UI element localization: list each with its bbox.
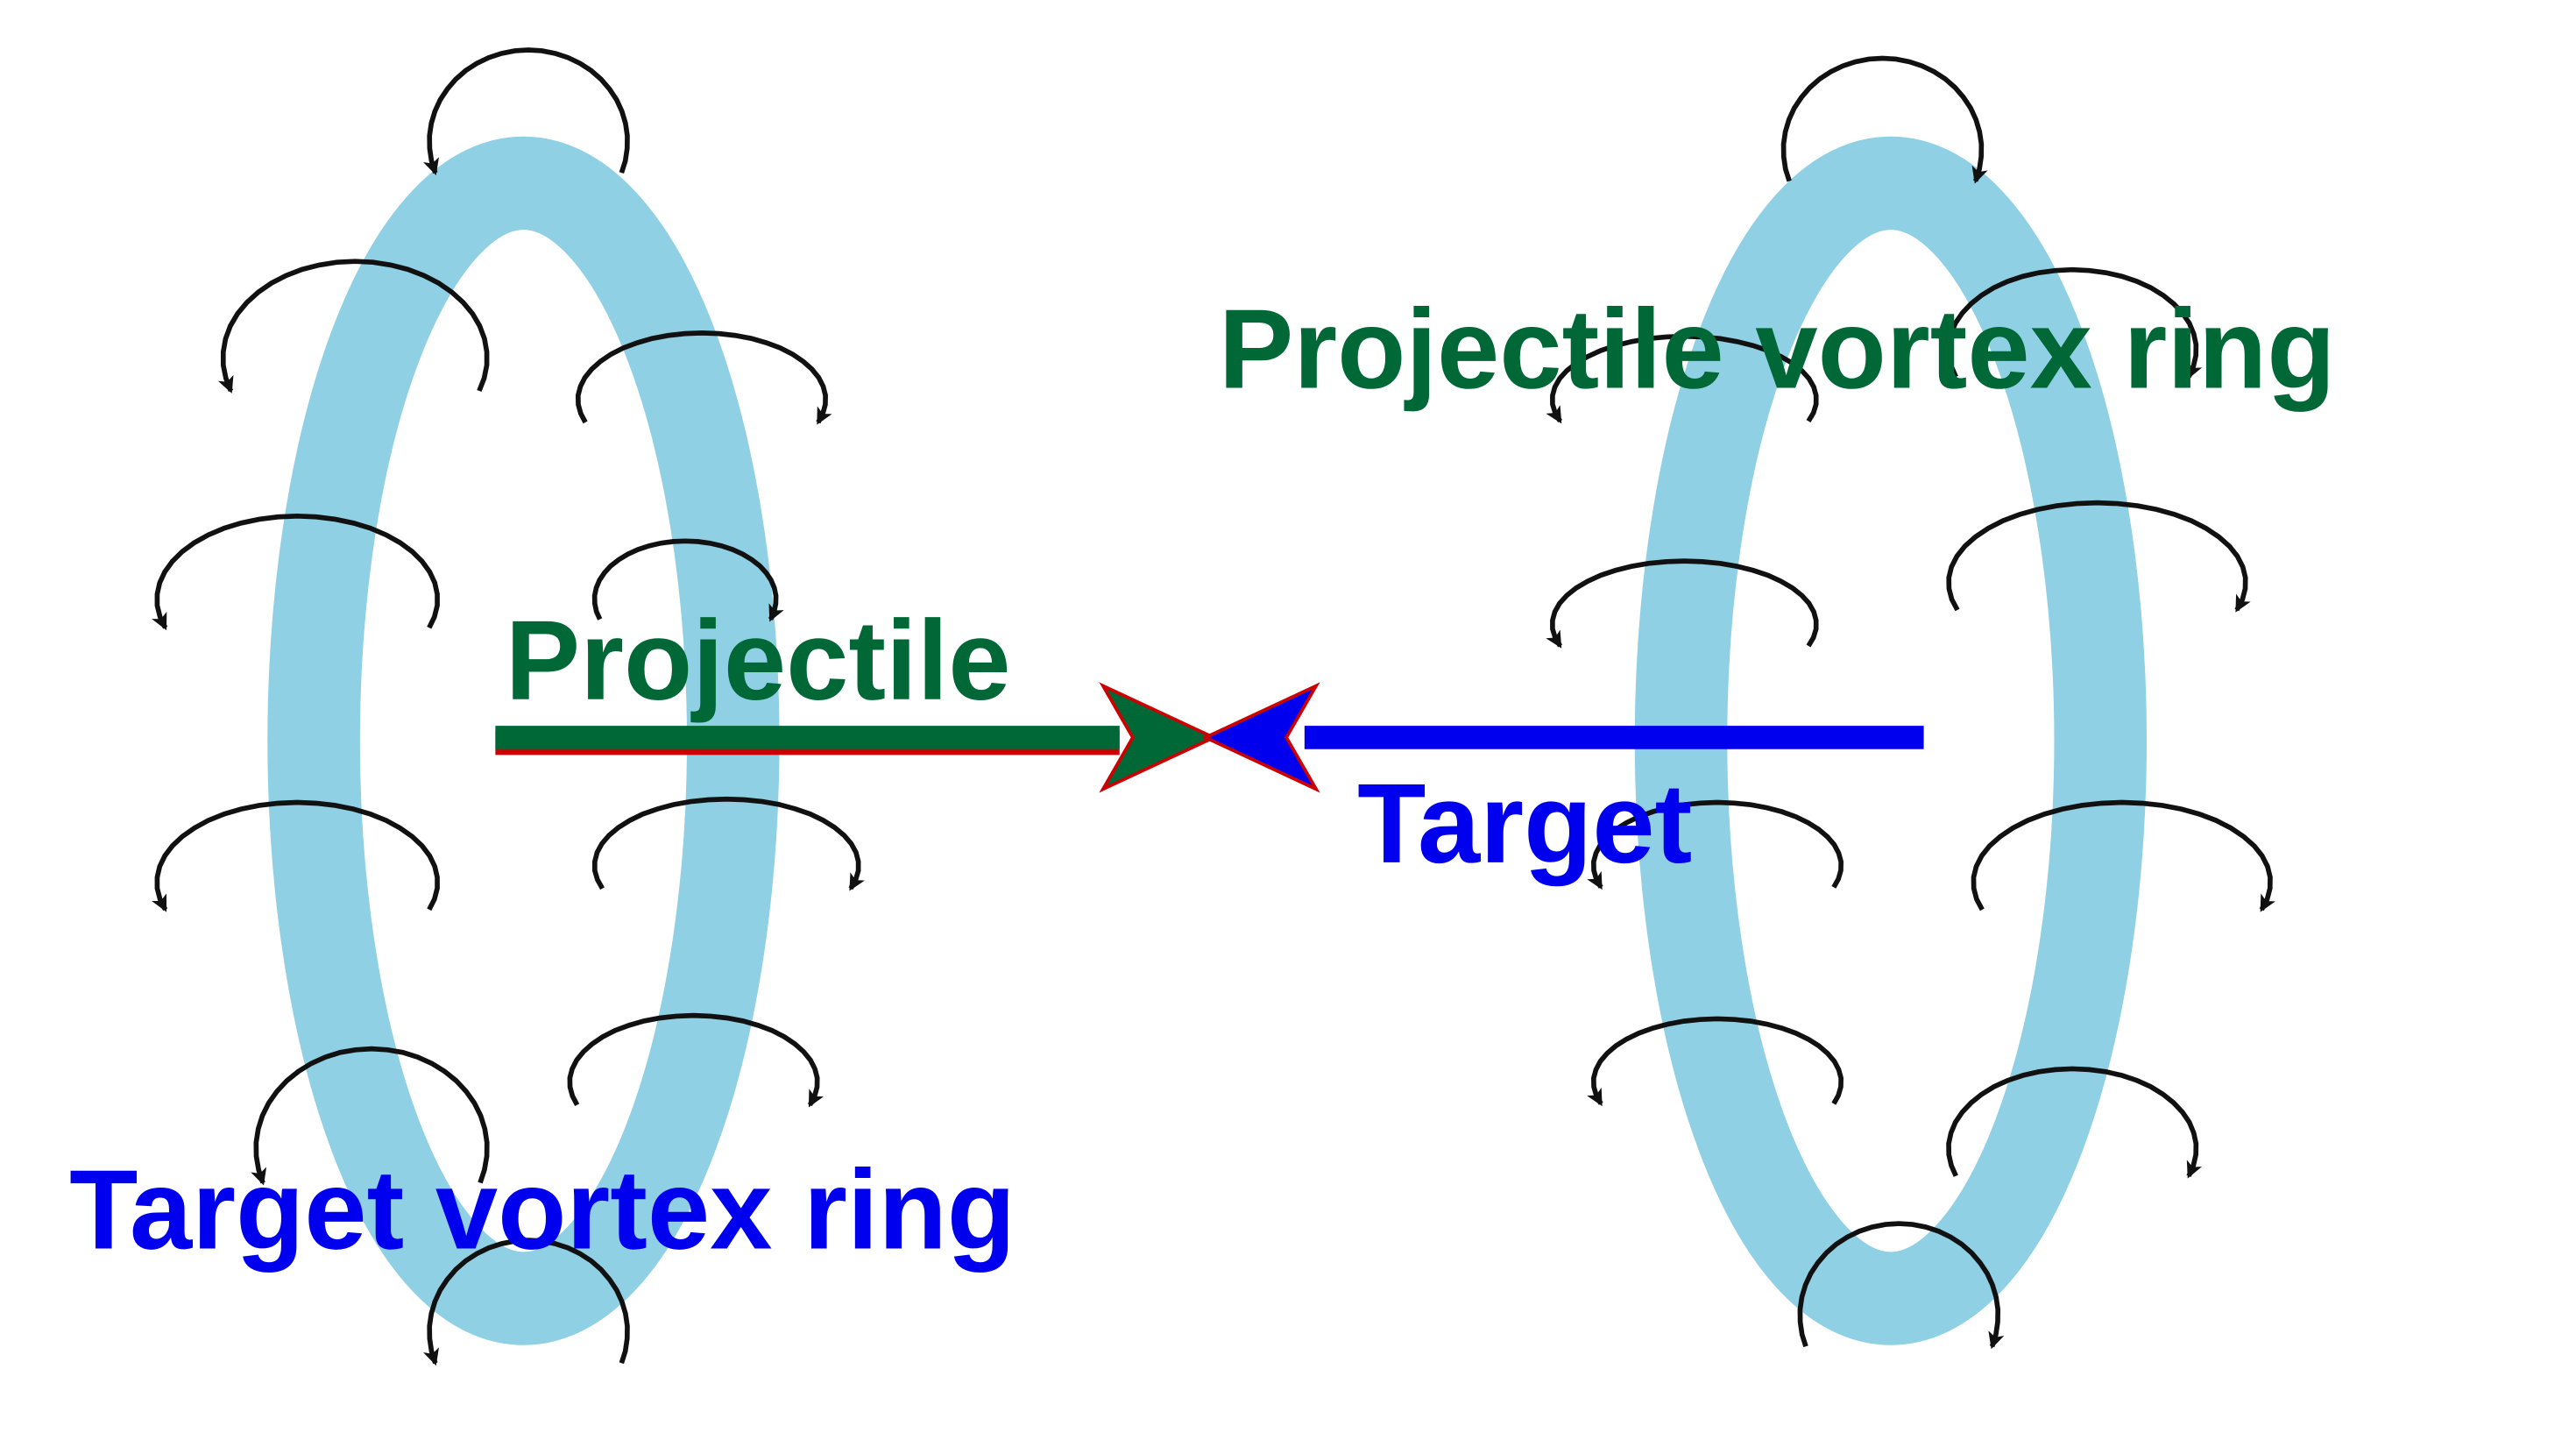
- circulation-arrow-icon: [1971, 799, 2275, 912]
- target-arrow-icon: [1201, 682, 1924, 793]
- circulation-arrow-icon: [152, 513, 440, 631]
- projectile-vortex-ring-label: Projectile vortex ring: [1219, 287, 2336, 413]
- circulation-arrow-icon: [152, 799, 440, 912]
- circulation-arrow-icon: [592, 796, 865, 891]
- circulation-arrow-icon: [1946, 1066, 2203, 1179]
- target-vortex-ring-label: Target vortex ring: [69, 1147, 1016, 1273]
- circulation-arrow-icon: [1946, 500, 2251, 613]
- circulation-arrow-icon: [423, 1238, 630, 1366]
- circulation-arrow-icon: [1797, 1221, 2005, 1350]
- circulation-arrow-icon: [1946, 266, 2203, 380]
- circulation-arrow-icon: [567, 1012, 824, 1108]
- circulation-arrows: [152, 47, 2275, 1366]
- circulation-arrow-icon: [1587, 799, 1844, 890]
- circulation-arrow-icon: [217, 259, 490, 394]
- circulation-arrow-icon: [251, 1046, 490, 1186]
- circulation-arrow-icon: [423, 47, 630, 176]
- projectile-arrow-icon: [495, 682, 1218, 793]
- circulation-arrow-icon: [575, 330, 832, 425]
- projectile-label: Projectile: [506, 598, 1011, 724]
- circulation-arrow-icon: [1546, 333, 1819, 424]
- circulation-arrow-icon: [1546, 558, 1819, 649]
- circulation-arrow-icon: [591, 538, 784, 622]
- circulation-arrow-icon: [1587, 1016, 1844, 1107]
- circulation-arrow-icon: [1780, 55, 1988, 184]
- target-label: Target: [1357, 761, 1692, 887]
